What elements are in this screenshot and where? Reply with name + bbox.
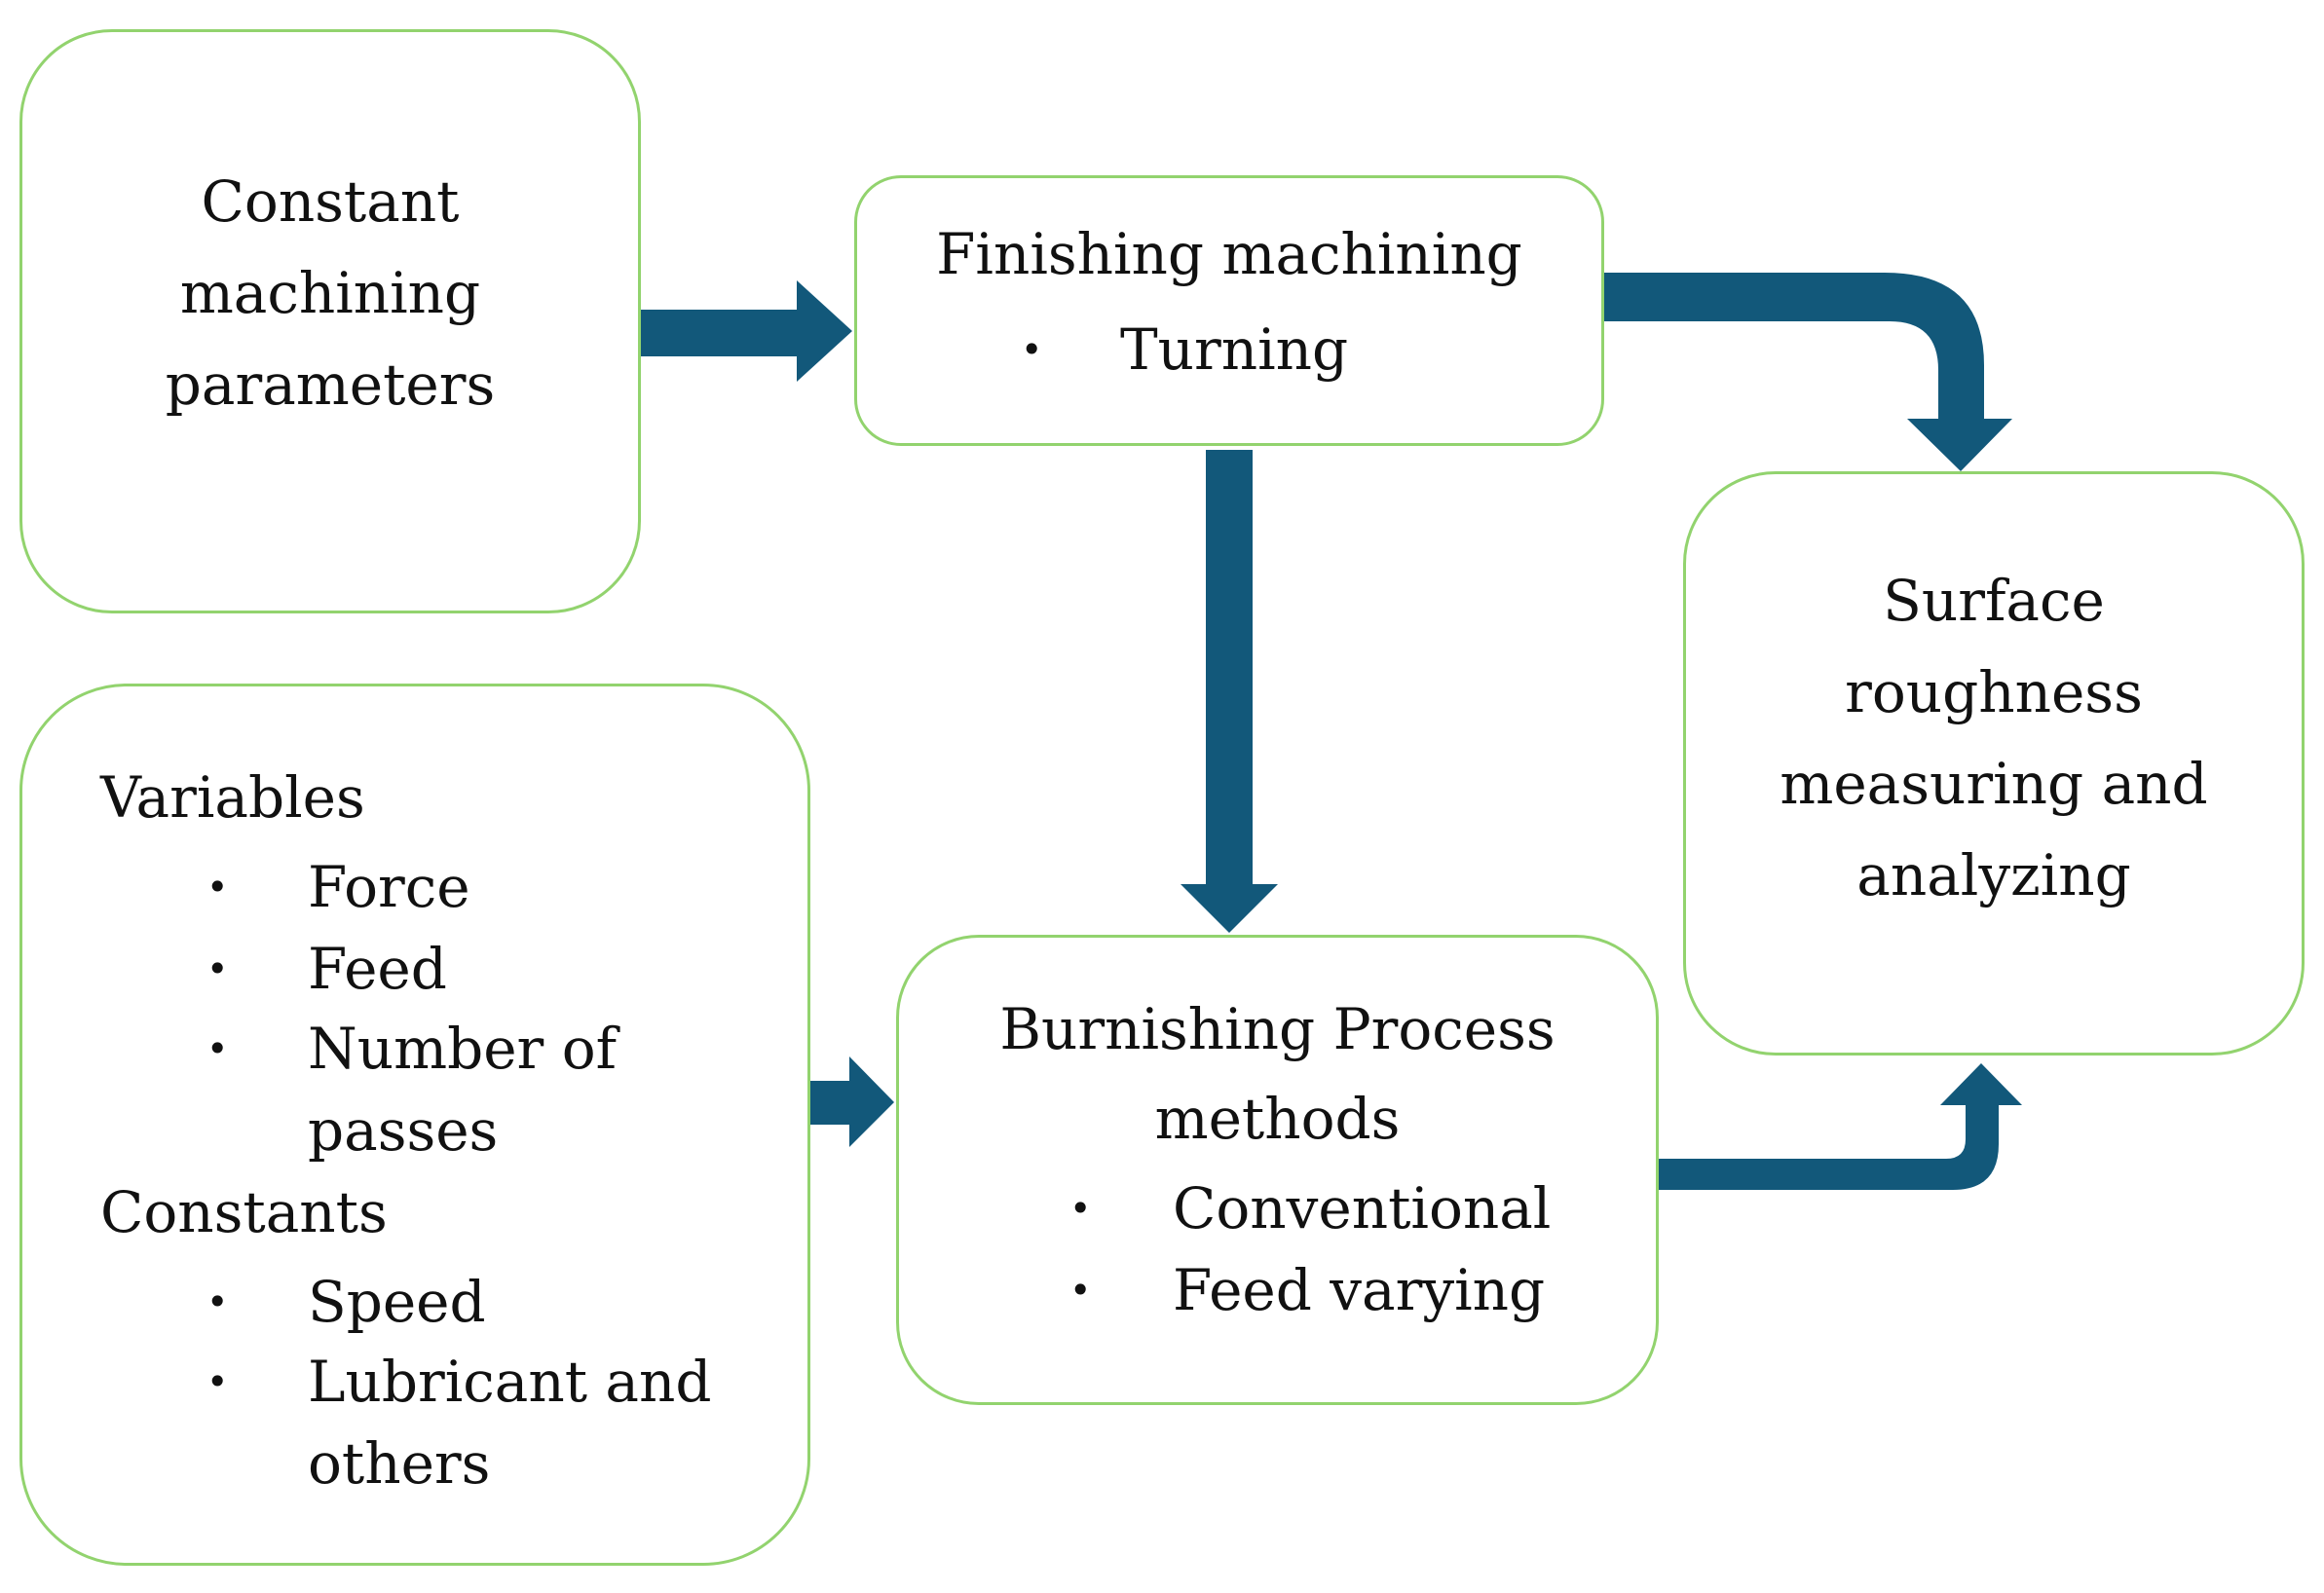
node-surface-line-3: measuring and xyxy=(1780,751,2208,817)
variables-item-number-of: Number of xyxy=(308,1016,618,1082)
constants-item-lubricant: Lubricant and xyxy=(308,1349,712,1415)
constants-bullet-1: • xyxy=(206,1280,229,1323)
node-surface-line-4: analyzing xyxy=(1856,842,2131,908)
variables-bullet-3: • xyxy=(206,1027,229,1070)
arrow-finishing-to-surface xyxy=(1602,273,2012,471)
variables-bullet-2: • xyxy=(206,947,229,990)
node-burnishing-process xyxy=(896,935,1659,1405)
node-finishing-item-turning: Turning xyxy=(1120,316,1349,383)
node-surface-line-2: roughness xyxy=(1845,659,2143,725)
node-finishing-bullet: • xyxy=(1021,328,1043,371)
variables-heading: Variables xyxy=(100,764,365,831)
arrow-constant-to-finishing xyxy=(638,280,852,382)
arrow-burnishing-to-surface xyxy=(1656,1063,2022,1190)
node-burnishing-title-2: methods xyxy=(1154,1086,1401,1152)
node-finishing-machining xyxy=(854,175,1604,446)
variables-item-force: Force xyxy=(308,854,470,920)
node-constant-machining-parameters xyxy=(19,29,641,613)
node-surface-roughness xyxy=(1683,471,2305,1056)
variables-item-passes: passes xyxy=(308,1097,499,1164)
constants-heading: Constants xyxy=(100,1179,388,1245)
node-constant-line-1: Constant xyxy=(201,168,460,235)
burnishing-bullet-2: • xyxy=(1069,1269,1092,1312)
constants-item-speed: Speed xyxy=(308,1269,486,1335)
variables-item-feed: Feed xyxy=(308,936,447,1002)
constants-bullet-2: • xyxy=(206,1360,229,1403)
burnishing-item-conventional: Conventional xyxy=(1173,1175,1552,1241)
arrow-variables-to-burnishing xyxy=(808,1056,894,1147)
constants-item-others: others xyxy=(308,1430,491,1497)
arrow-finishing-to-burnishing xyxy=(1181,450,1278,933)
burnishing-bullet-1: • xyxy=(1069,1187,1092,1230)
node-surface-line-1: Surface xyxy=(1883,568,2105,634)
node-constant-line-2: machining xyxy=(179,260,481,326)
node-constant-line-3: parameters xyxy=(165,352,496,418)
burnishing-item-feed-varying: Feed varying xyxy=(1173,1257,1546,1323)
node-finishing-title: Finishing machining xyxy=(936,221,1522,287)
node-burnishing-title-1: Burnishing Process xyxy=(999,996,1556,1062)
node-variables-constants xyxy=(19,684,810,1566)
variables-bullet-1: • xyxy=(206,866,229,908)
